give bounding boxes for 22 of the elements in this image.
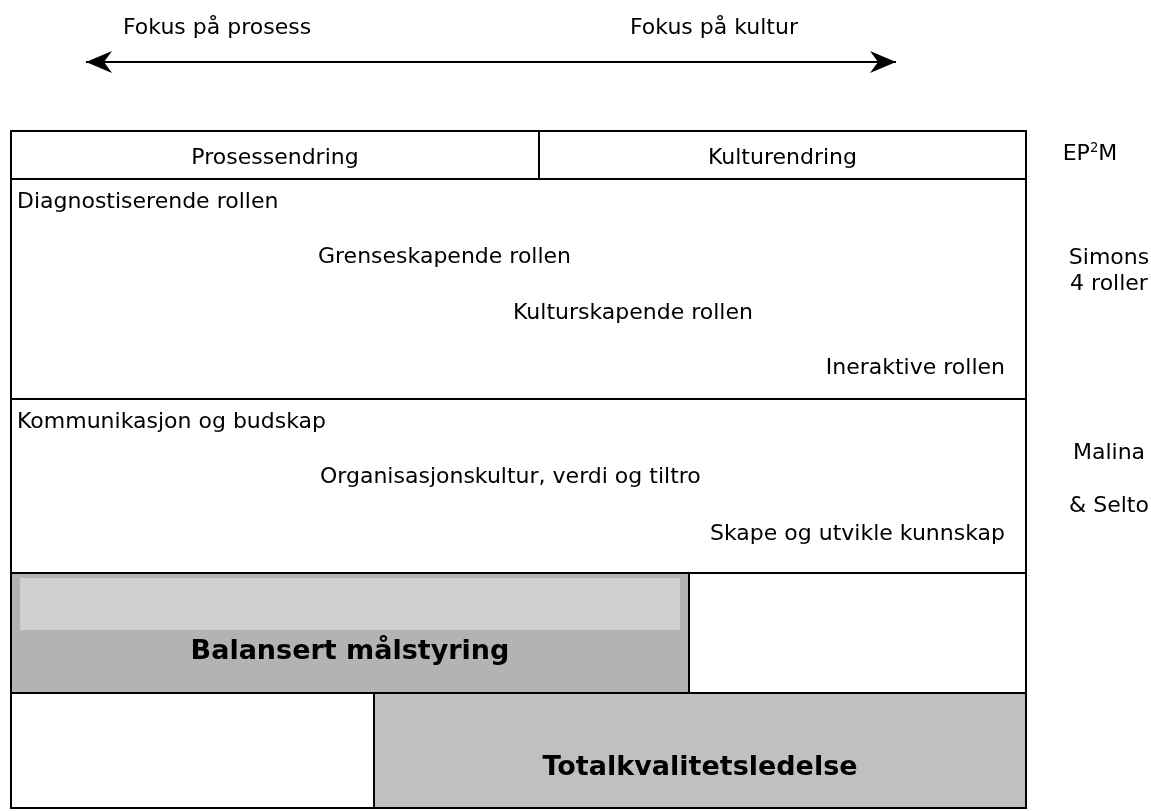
method-bar: [373, 692, 1027, 809]
header-cell: [538, 130, 1027, 180]
method-title: Totalkvalitetsledelse: [541, 750, 859, 783]
method-bar: [10, 572, 690, 694]
axis-label: Fokus på kultur: [630, 14, 798, 41]
theme-panel: [10, 398, 1027, 574]
row-label: EP$^{2}$M: [1061, 140, 1119, 167]
role-text: Ineraktive rollen: [825, 354, 1005, 381]
method-title: Balansert målstyring: [189, 634, 511, 667]
role-text: Skape og utvikle kunnskap: [710, 520, 1005, 547]
role-panel: [10, 178, 1027, 400]
column-heading: Prosessendring: [190, 144, 360, 171]
row-label: Malina & Selto: [1068, 438, 1150, 519]
role-text: Diagnostiserende rollen: [17, 188, 279, 215]
role-text: Organisasjonskultur, verdi og tiltro: [320, 463, 701, 490]
role-text: Grenseskapende rollen: [318, 243, 572, 270]
column-heading: Kulturendring: [707, 144, 858, 171]
role-text: Kulturskapende rollen: [513, 299, 753, 326]
row-label: Simons 4 roller: [1067, 244, 1151, 297]
header-cell: [10, 130, 540, 180]
axis-label: Fokus på prosess: [123, 14, 312, 41]
role-text: Kommunikasjon og budskap: [17, 408, 326, 435]
